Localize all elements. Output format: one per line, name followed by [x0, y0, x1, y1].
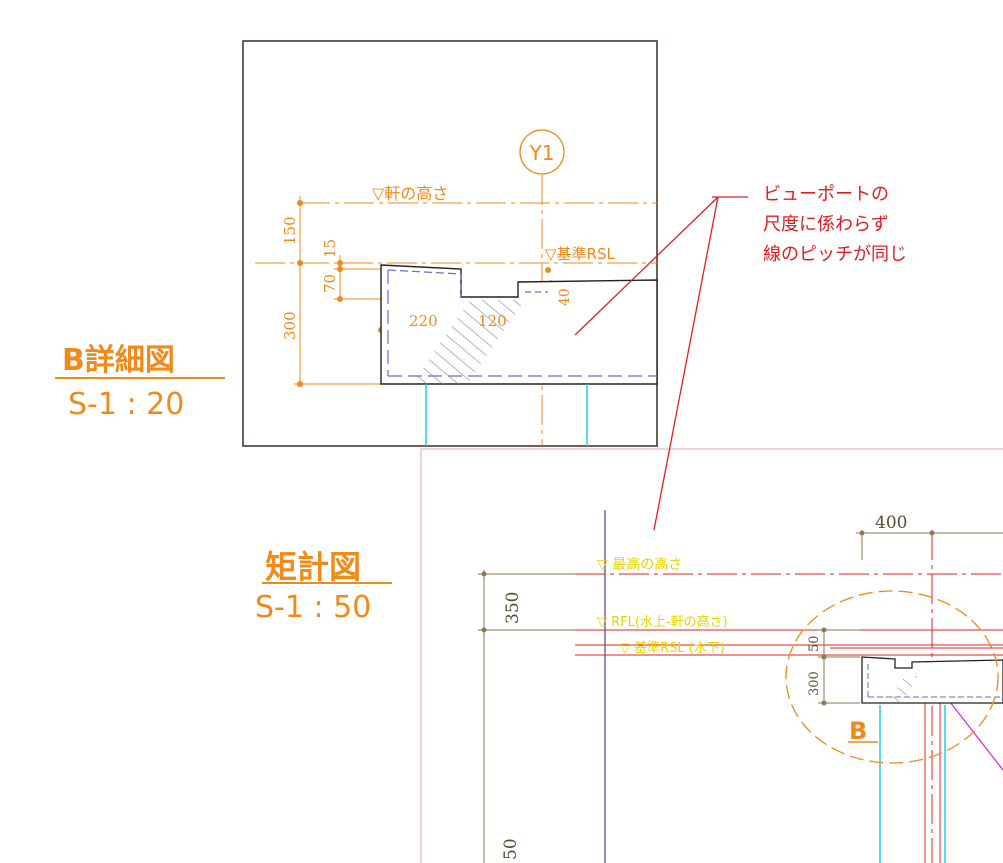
detail-marker-ellipse[interactable] [785, 590, 999, 764]
detail-scale: S-1 : 20 [68, 387, 184, 422]
level-rsl-section-label: ▽ 基準RSL (水下) [620, 640, 725, 656]
callout-leaders [574, 196, 748, 531]
dim-label-40: 40 [557, 288, 573, 306]
section-view [420, 448, 1003, 863]
callout-line-3: 線のピッチが同じ [763, 244, 907, 265]
section-dim-400: 400 [875, 513, 907, 533]
level-rsl-label: ▽基準RSL [545, 245, 615, 263]
grid-label-y1: Y1 [529, 141, 555, 165]
level-eave-label: ▽軒の高さ [372, 184, 448, 203]
section-scale: S-1 : 50 [255, 590, 371, 625]
level-top-label: ▽ 最高の高さ [597, 556, 682, 573]
detail-title: B詳細図 [62, 343, 175, 378]
callout-line-1: ビューポートの [763, 184, 889, 205]
grid-bubble-y1 [519, 129, 565, 175]
detail-viewport[interactable] [242, 40, 658, 447]
dim-label-70: 70 [321, 274, 339, 293]
dim-label-150: 150 [281, 216, 299, 245]
section-dim-50: 50 [807, 635, 822, 652]
section-dim-300: 300 [807, 671, 822, 696]
dim-label-220: 220 [409, 312, 438, 330]
detail-marker-label[interactable]: B [849, 717, 867, 745]
section-title: 矩計図 [265, 548, 361, 586]
callout-line-2: 尺度に係わらず [763, 214, 889, 235]
dim-label-15: 15 [321, 239, 339, 258]
dim-label-120: 120 [478, 312, 507, 330]
level-rfl-label: ▽ RFL(水上-軒の高さ) [597, 614, 728, 630]
section-dim-50-bottom: 50 [501, 838, 521, 860]
dim-label-300: 300 [281, 311, 299, 340]
section-dim-350: 350 [503, 592, 523, 624]
